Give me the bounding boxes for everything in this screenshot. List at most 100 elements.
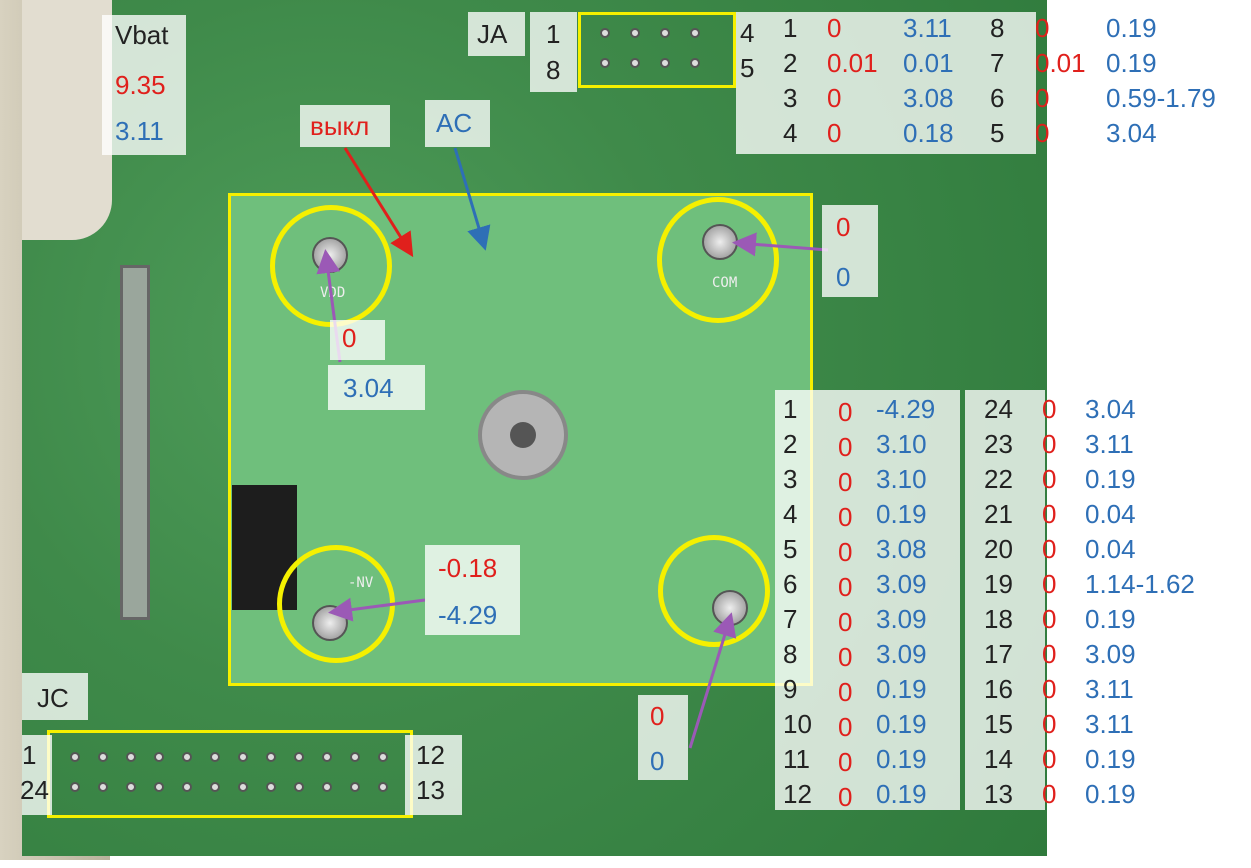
jc-row-blue: 3.11 <box>1085 674 1134 704</box>
jc-row-red: 0 <box>1042 499 1057 529</box>
jc-row-red: 0 <box>838 677 853 707</box>
jc-pin <box>322 752 332 762</box>
jc-pin <box>210 752 220 762</box>
jc-row-blue: 3.09 <box>876 639 927 669</box>
ja-row-red: 0 <box>827 83 842 113</box>
ja-label: JA <box>477 19 508 49</box>
jc-row-red: 0 <box>1042 394 1057 424</box>
jc-row-blue: 3.08 <box>876 534 927 564</box>
off-box <box>300 105 390 147</box>
ja-row-blue: 3.04 <box>1106 118 1157 148</box>
jc-pin-12: 12 <box>416 740 445 770</box>
ja-row-blue: 0.59-1.79 <box>1106 83 1216 113</box>
ja-pin <box>630 58 640 68</box>
jc-pin-1: 1 <box>22 740 37 770</box>
jc-row-blue: 0.04 <box>1085 534 1136 564</box>
ja-pin-1: 1 <box>546 19 561 49</box>
jc-row-pin: 8 <box>783 639 798 669</box>
ja-pin-5: 5 <box>740 53 755 83</box>
case-corner <box>22 0 112 240</box>
jc-row-red: 0 <box>1042 429 1057 459</box>
nv-red: -0.18 <box>438 553 498 583</box>
ja-row-blue: 0.19 <box>1106 48 1157 78</box>
jc-right-box <box>405 735 462 815</box>
jc-row-pin: 4 <box>783 499 798 529</box>
arrow-off <box>343 147 414 258</box>
jc-row-red: 0 <box>838 712 853 742</box>
jc-pin <box>70 752 80 762</box>
jc-row-pin: 20 <box>984 534 1013 564</box>
jc-row-pin: 10 <box>783 709 812 739</box>
jc-row-pin: 16 <box>984 674 1013 704</box>
jc-row-blue: 3.10 <box>876 464 927 494</box>
jc-row-blue: 3.11 <box>1085 429 1134 459</box>
jc-row-red: 0 <box>1042 674 1057 704</box>
ja-label-box <box>468 12 525 56</box>
ja-row-pin: 8 <box>990 13 1005 43</box>
ja-row-red: 0 <box>827 118 842 148</box>
ja-table-box <box>736 12 1036 154</box>
jc-row-blue: 3.10 <box>876 429 927 459</box>
jc-row-red: 0 <box>1042 744 1057 774</box>
jc-row-blue: -4.29 <box>876 394 936 424</box>
jc-row-pin: 2 <box>783 429 798 459</box>
jc-pin <box>126 752 136 762</box>
jc-pin <box>182 752 192 762</box>
jc-pin <box>154 752 164 762</box>
com-red: 0 <box>836 212 851 242</box>
ja-pin <box>660 28 670 38</box>
jc-row-pin: 19 <box>984 569 1013 599</box>
ja-row-red: 0 <box>1035 13 1050 43</box>
jc-row-blue: 0.04 <box>1085 499 1136 529</box>
br-red: 0 <box>650 701 665 731</box>
jc-pin-24: 24 <box>20 775 49 805</box>
jc-row-blue: 3.09 <box>1085 639 1136 669</box>
jc-pin <box>70 782 80 792</box>
jc-pin <box>238 782 248 792</box>
ja-row-red: 0.01 <box>827 48 878 78</box>
arrow-br <box>688 612 737 749</box>
ja-row-pin: 3 <box>783 83 798 113</box>
vdd-red: 0 <box>342 323 357 353</box>
ja-row-blue: 3.08 <box>903 83 954 113</box>
jc-row-pin: 22 <box>984 464 1013 494</box>
jc-pin <box>182 782 192 792</box>
jc-row-pin: 18 <box>984 604 1013 634</box>
jc-row-blue: 0.19 <box>1085 779 1136 809</box>
jc-label-box <box>22 673 88 720</box>
jc-row-red: 0 <box>1042 709 1057 739</box>
jc-table-right-box <box>965 390 1045 810</box>
jc-pin <box>98 752 108 762</box>
jc-row-red: 0 <box>838 432 853 462</box>
jc-row-pin: 17 <box>984 639 1013 669</box>
ja-row-red: 0 <box>1035 118 1050 148</box>
nv-box <box>425 545 520 635</box>
jc-row-pin: 23 <box>984 429 1013 459</box>
jc-row-red: 0 <box>838 572 853 602</box>
highlight-ja <box>578 12 736 88</box>
ja-row-pin: 1 <box>783 13 798 43</box>
jc-row-pin: 24 <box>984 394 1013 424</box>
jc-row-blue: 0.19 <box>1085 604 1136 634</box>
vbat-red: 9.35 <box>115 70 166 100</box>
ja-row-pin: 7 <box>990 48 1005 78</box>
rotary-hub <box>478 390 568 480</box>
ja-pin <box>660 58 670 68</box>
jc-row-red: 0 <box>838 607 853 637</box>
jc-row-red: 0 <box>838 397 853 427</box>
ja-pin-4: 4 <box>740 18 755 48</box>
vbat-blue: 3.11 <box>115 116 164 146</box>
jc-pin <box>154 782 164 792</box>
jc-row-blue: 0.19 <box>876 674 927 704</box>
jc-row-red: 0 <box>838 747 853 777</box>
ja-row-blue: 0.01 <box>903 48 954 78</box>
jc-pin <box>322 782 332 792</box>
ja-row-blue: 3.11 <box>903 13 952 43</box>
ja-row-red: 0 <box>827 13 842 43</box>
jc-row-blue: 0.19 <box>1085 464 1136 494</box>
ja-row-pin: 4 <box>783 118 798 148</box>
jc-row-pin: 14 <box>984 744 1013 774</box>
jc-row-pin: 13 <box>984 779 1013 809</box>
jc-row-red: 0 <box>1042 779 1057 809</box>
